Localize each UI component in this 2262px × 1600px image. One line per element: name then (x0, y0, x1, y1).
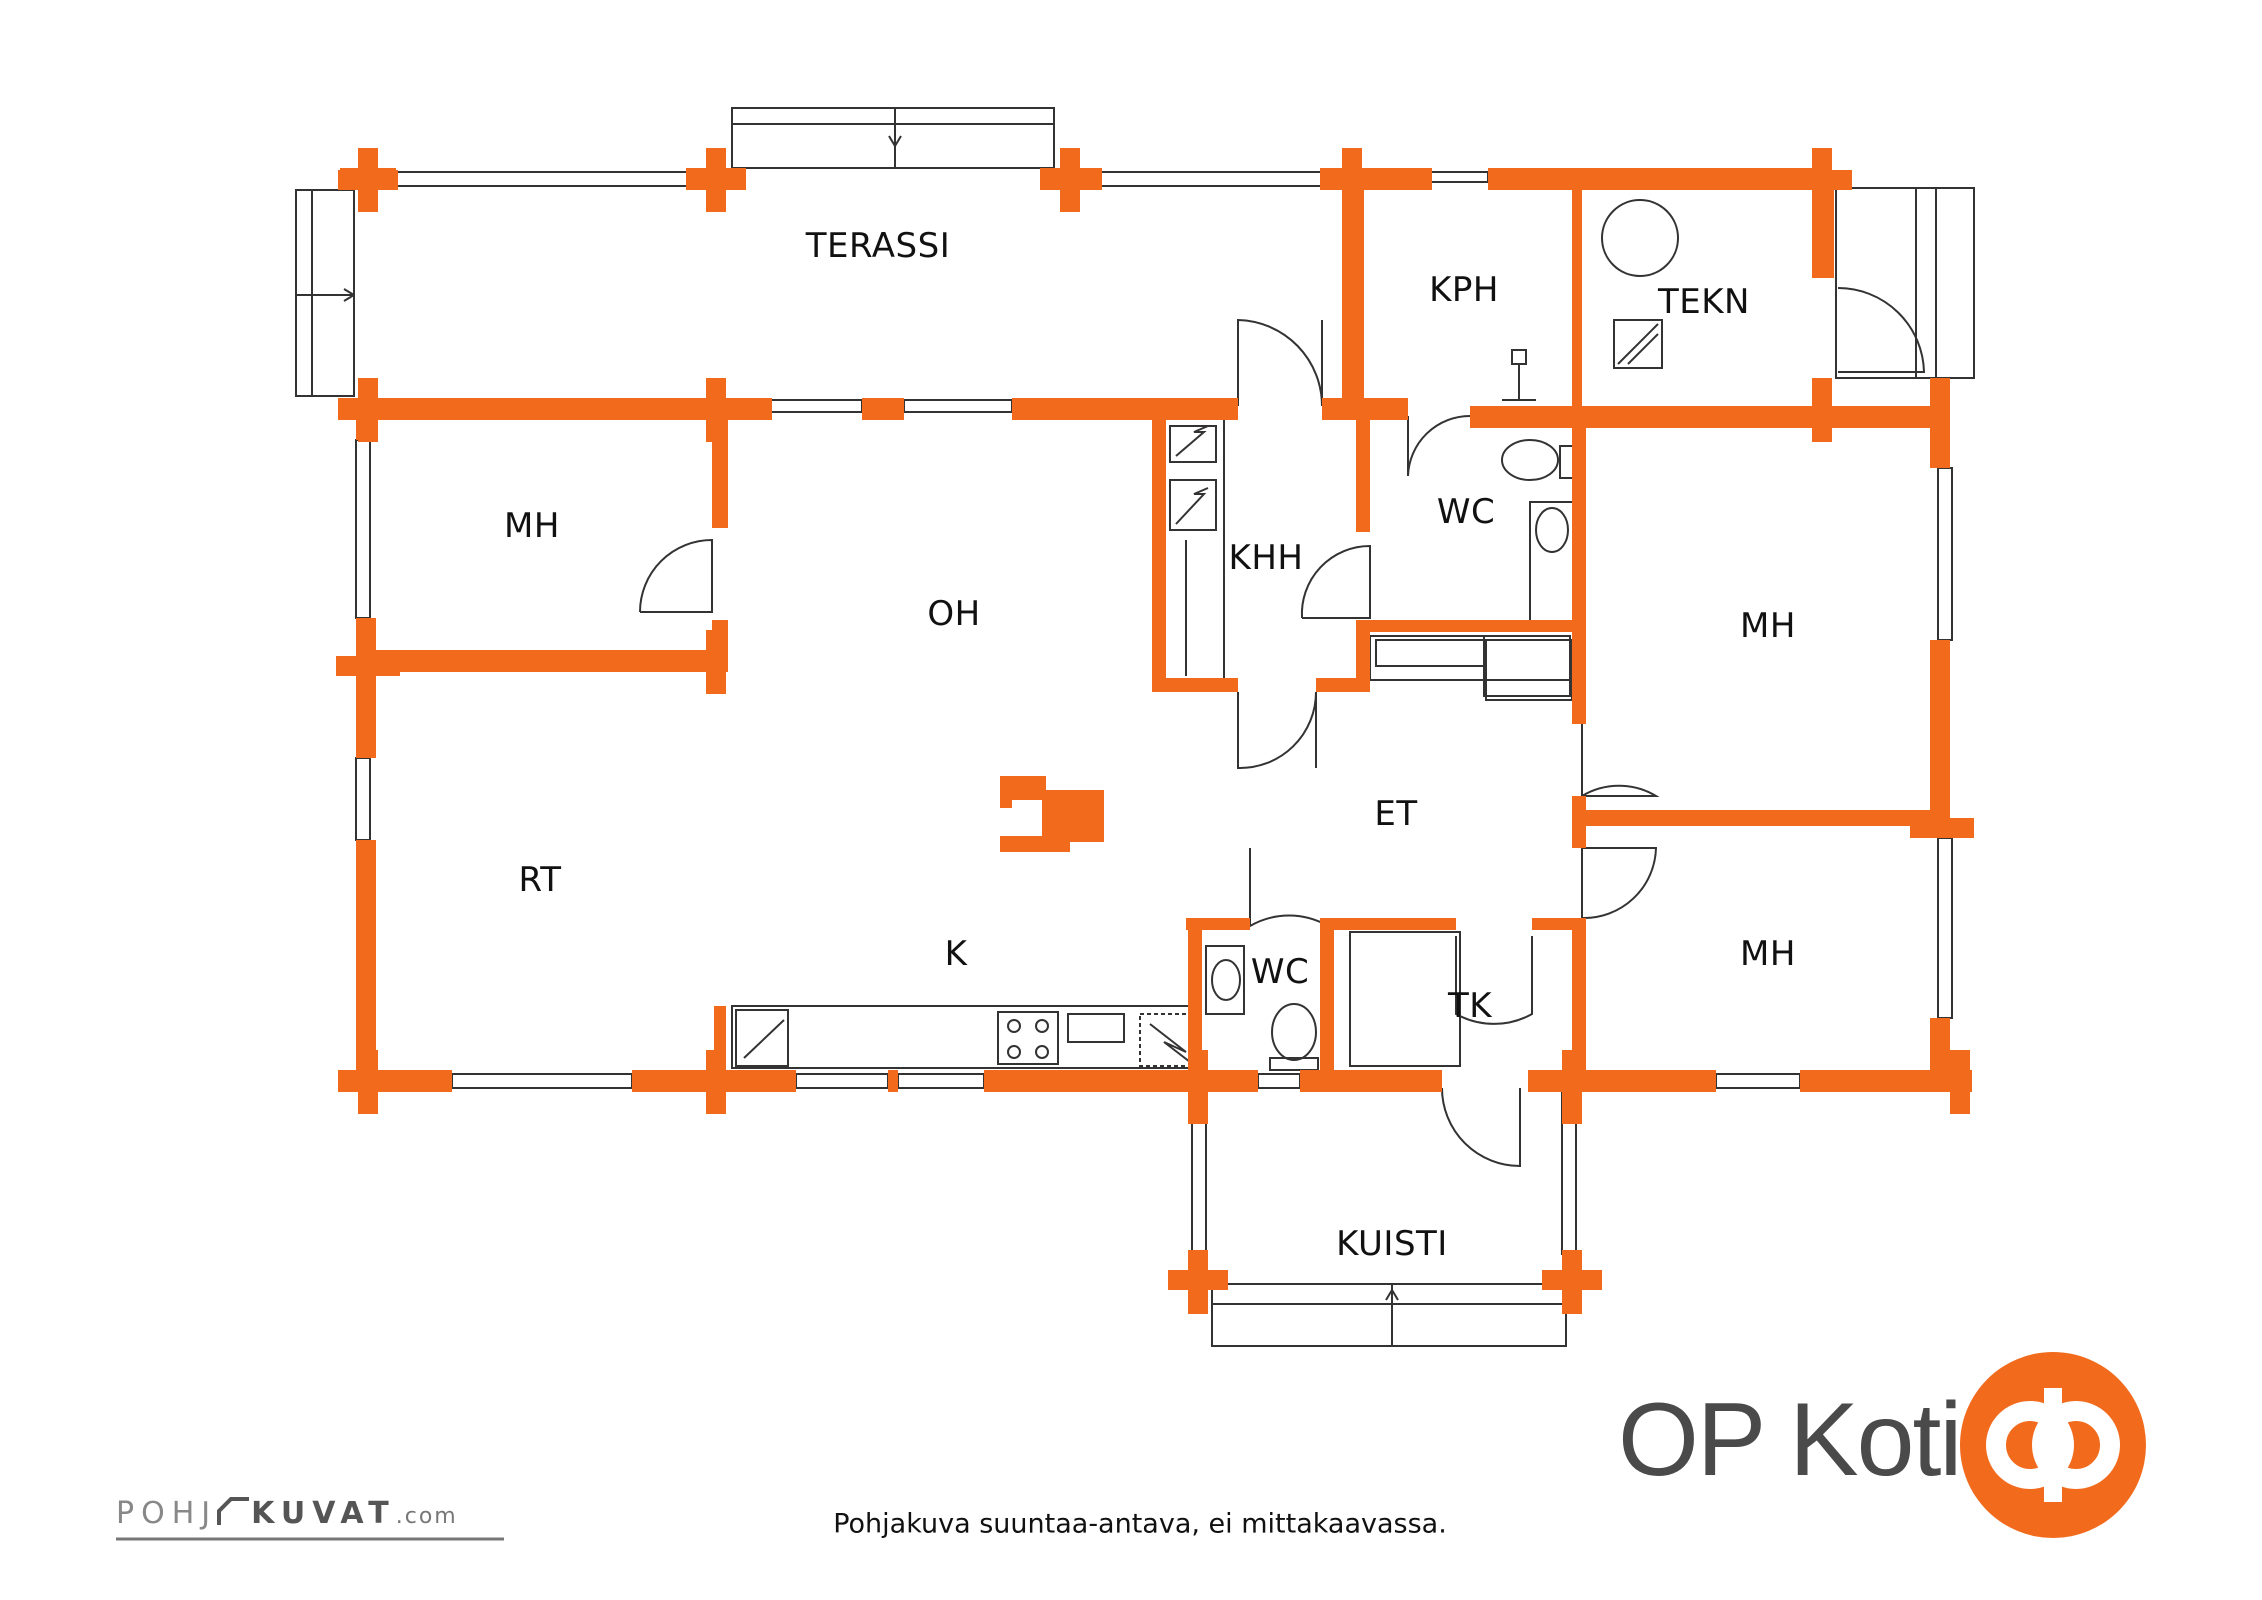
room-label-tk: TK (1447, 986, 1493, 1026)
room-label-tekn: TEKN (1658, 282, 1750, 322)
credit-wave-icon (217, 1497, 250, 1525)
disclaimer: Pohjakuva suuntaa-antava, ei mittakaavas… (833, 1508, 1447, 1540)
room-label-terassi: TERASSI (805, 226, 951, 266)
door-mh-east-north (1581, 724, 1660, 798)
op-logo-icon (1960, 1352, 2146, 1538)
room-label-kph: KPH (1429, 270, 1499, 310)
kuisti-sliding-door (1211, 1283, 1567, 1347)
boiler (1601, 199, 1679, 277)
door-wc-north (1407, 415, 1471, 477)
walls (336, 148, 1974, 1314)
door-front (1441, 1087, 1521, 1168)
credit-prefix: POHJ (116, 1496, 218, 1531)
sink-south (1211, 959, 1241, 1001)
khh-shelves (1161, 417, 1225, 681)
credit-logo: POHJ KUVAT.com (116, 1496, 506, 1544)
credit-underline (116, 1537, 504, 1541)
brand-name: OP Koti (1618, 1382, 1962, 1498)
terrace-sliding-door (731, 107, 1055, 169)
room-label-mh-east-north: MH (1740, 606, 1796, 646)
toilet-north (1501, 439, 1559, 481)
room-label-mh-east-south: MH (1740, 934, 1796, 974)
room-label-mh-west: MH (504, 506, 560, 546)
door-mh-east-south (1581, 847, 1658, 920)
room-label-oh: OH (927, 594, 981, 634)
terrace-side-door (295, 189, 355, 397)
kitchen-sink (1067, 1013, 1125, 1043)
room-label-wc-south: WC (1250, 952, 1310, 992)
door-mh-west (639, 538, 713, 613)
room-label-rt: RT (518, 860, 562, 900)
door-terrace (1237, 318, 1323, 407)
room-label-kuisti: KUISTI (1336, 1224, 1448, 1264)
room-label-k: K (944, 934, 968, 974)
room-label-wc-north: WC (1436, 492, 1496, 532)
stove (997, 1011, 1059, 1065)
credit-suffix: .com (395, 1504, 458, 1529)
door-tk (1455, 936, 1533, 1025)
door-tekn (1837, 287, 1926, 373)
room-label-khh: KHH (1228, 538, 1304, 578)
door-oh (1237, 691, 1317, 770)
door-wc-south (1249, 848, 1329, 928)
toilet-south (1271, 1003, 1317, 1061)
kitchen-counter (731, 1005, 1199, 1069)
credit-middle: KUVAT (251, 1496, 396, 1531)
room-label-et: ET (1374, 794, 1418, 834)
door-khh (1300, 544, 1371, 619)
bathtub (1349, 931, 1461, 1067)
